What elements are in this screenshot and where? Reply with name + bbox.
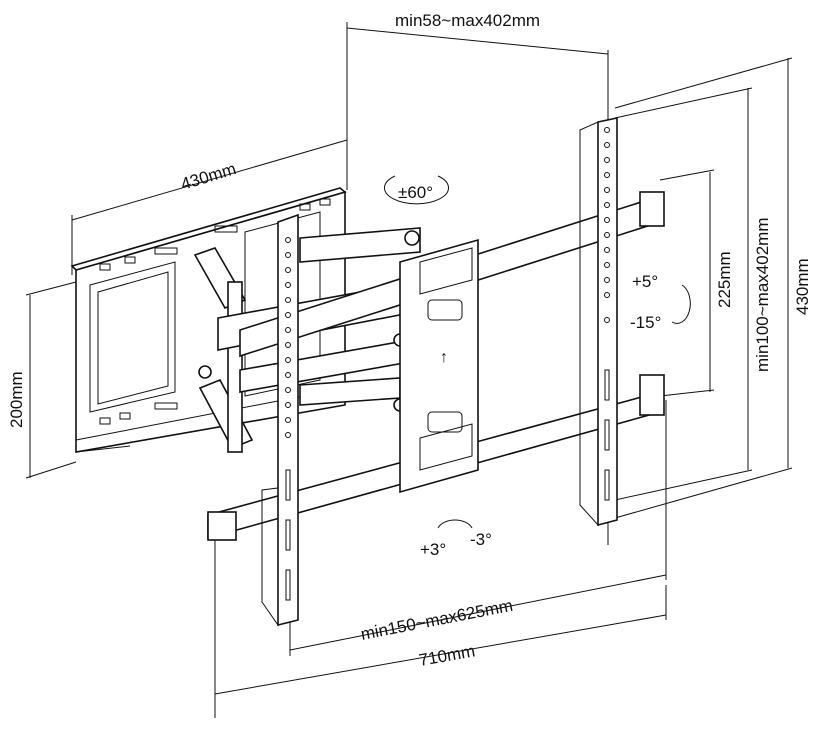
dim-wall-height-ext-top — [25, 281, 77, 296]
dim-arm-ext-bottom — [659, 389, 715, 397]
label-swivel-left: +3° — [420, 540, 446, 559]
label-total-height: 430mm — [793, 258, 812, 315]
wall-plate-cutout-left — [89, 261, 176, 413]
dim-total-ext-top — [614, 57, 793, 109]
label-vesa-horizontal: min150~max625mm — [359, 596, 514, 644]
dim-total-width-line — [214, 614, 667, 695]
label-arm-vertical: 225mm — [715, 251, 734, 308]
arm-bar-top — [299, 227, 421, 263]
label-tilt-up: +5° — [632, 272, 658, 291]
dim-vesa-ext-bottom — [614, 469, 753, 501]
bracket-slot-top — [427, 299, 463, 321]
label-wall-plate-height: 200mm — [7, 371, 26, 428]
tilt-arrow-icon — [671, 284, 691, 324]
vesa-bar-right — [579, 117, 618, 527]
dim-vesa-horizontal-line — [289, 574, 667, 651]
label-swivel-right: -3° — [470, 530, 492, 549]
dim-vesa-ext-top — [614, 87, 753, 119]
dim-arm-ext-top — [659, 169, 715, 181]
vesa-bar-left — [261, 213, 299, 627]
dim-wall-width-line — [71, 139, 348, 221]
label-total-width: 710mm — [417, 641, 476, 670]
dimension-lines — [25, 22, 793, 718]
label-rotation: ±60° — [398, 183, 433, 202]
dim-wall-height-ext-bottom — [25, 461, 77, 479]
bracket-slot-bottom — [427, 411, 463, 433]
rotate-arrow-icon — [384, 175, 449, 205]
dim-total-ext-bottom — [614, 467, 793, 519]
rotation-arrows — [384, 175, 691, 529]
label-wall-plate-width: 430mm — [179, 159, 239, 194]
arm-pivot-column — [227, 281, 243, 453]
label-vesa-vertical: min100~max402mm — [753, 218, 772, 373]
label-top-width: min58~max402mm — [395, 11, 540, 30]
center-bracket: ↑ — [399, 238, 479, 494]
vesa-holes — [285, 127, 610, 601]
up-arrow-icon: ↑ — [440, 349, 448, 366]
label-tilt-down: -15° — [630, 313, 661, 332]
center-bracket-plate — [399, 238, 479, 494]
dim-top-line — [346, 27, 609, 55]
swivel-arrow-icon — [437, 519, 473, 529]
